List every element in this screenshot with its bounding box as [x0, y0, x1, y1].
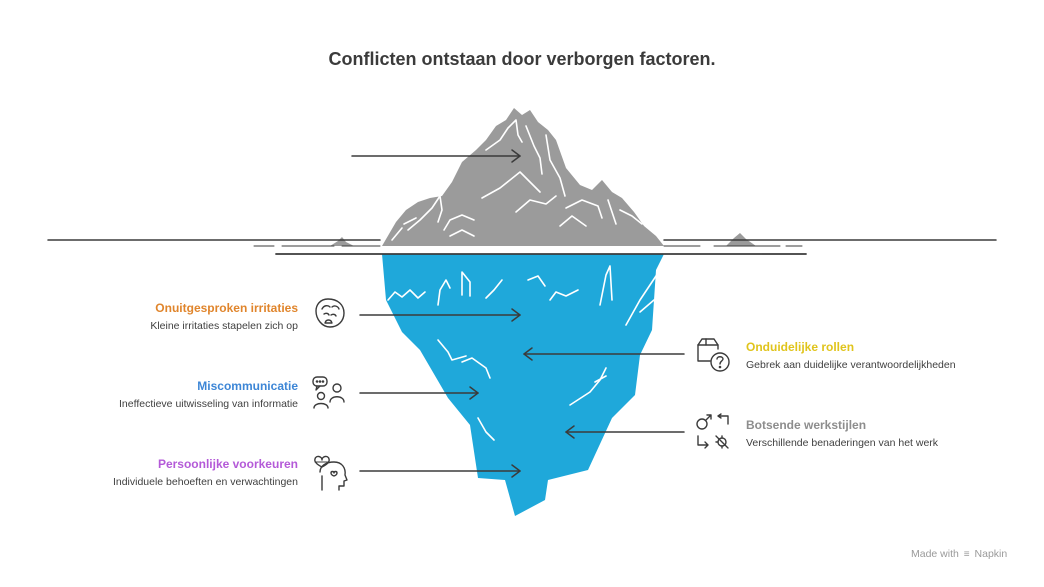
arrow-miscommunicatie — [359, 386, 479, 400]
iceberg-tip — [382, 108, 664, 246]
desc-miscommunicatie: Ineffectieve uitwisseling van informatie — [119, 398, 298, 410]
water-lines — [47, 239, 997, 255]
frustrated-face-icon — [315, 298, 345, 328]
tip-cracks — [391, 119, 643, 241]
label-onuitgesproken-irritaties: Onuitgesproken irritaties — [155, 301, 298, 315]
head-heart-icon — [314, 455, 348, 491]
arrow-voorkeuren — [359, 464, 521, 478]
desc-onuitgesproken-irritaties: Kleine irritaties stapelen zich op — [150, 320, 298, 332]
arrow-irritaties — [359, 308, 521, 322]
desc-botsende-werkstijlen: Verschillende benaderingen van het werk — [746, 437, 939, 449]
people-chat-icon — [312, 376, 345, 409]
small-rock-left — [330, 237, 354, 246]
label-persoonlijke-voorkeuren: Persoonlijke voorkeuren — [157, 457, 298, 471]
napkin-logo-icon: ≡ — [963, 549, 970, 560]
arrow-werkstijlen — [565, 425, 685, 439]
label-miscommunicatie: Miscommunicatie — [197, 379, 298, 393]
box-question-icon — [697, 338, 730, 372]
arrow-tip — [351, 149, 521, 163]
arrows — [351, 149, 685, 478]
watermark: Made with ≡ Napkin — [911, 548, 1007, 560]
label-botsende-werkstijlen: Botsende werkstijlen — [746, 418, 867, 432]
desc-persoonlijke-voorkeuren: Individuele behoeften en verwachtingen — [112, 476, 298, 488]
page-title: Conflicten ontstaan door verborgen facto… — [328, 49, 716, 69]
desc-onduidelijke-rollen: Gebrek aan duidelijke verantwoordelijkhe… — [746, 359, 956, 371]
label-onduidelijke-rollen: Onduidelijke rollen — [746, 340, 855, 354]
watermark-brand: Napkin — [974, 548, 1008, 560]
iceberg-underwater — [382, 254, 664, 516]
arrow-rollen — [523, 347, 685, 361]
watermark-prefix: Made with — [911, 548, 959, 560]
clashing-symbols-icon — [696, 413, 729, 449]
underwater-cracks — [387, 265, 661, 441]
